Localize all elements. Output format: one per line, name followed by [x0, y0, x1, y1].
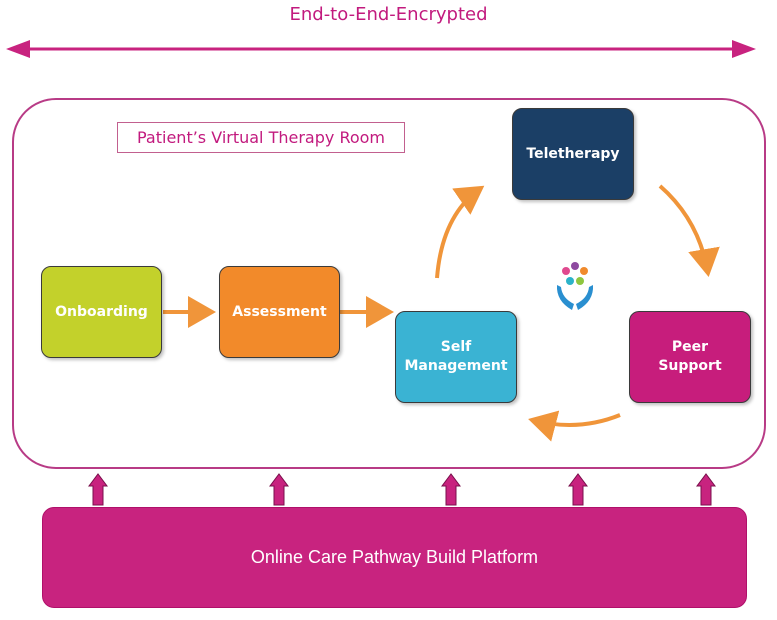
teletherapy-to-peer-support-arrow [658, 184, 720, 277]
up-arrow [441, 473, 461, 506]
platform-up-arrows [88, 473, 716, 506]
up-arrow [568, 473, 588, 506]
peer-support-to-self-management-arrow [528, 410, 621, 442]
people-hands-logo-icon [556, 262, 594, 310]
encryption-arrow [6, 40, 756, 58]
peer-support-node: Peer Support [629, 311, 751, 403]
self-management-to-teletherapy-arrow [435, 185, 485, 279]
teletherapy-node: Teletherapy [512, 108, 634, 200]
up-arrow [269, 473, 289, 506]
room-title: Patient’s Virtual Therapy Room [117, 122, 405, 153]
assessment-node: Assessment [219, 266, 340, 358]
virtual-therapy-room [12, 98, 766, 469]
up-arrow [88, 473, 108, 506]
care-pathway-platform: Online Care Pathway Build Platform [42, 507, 747, 608]
onboarding-node: Onboarding [41, 266, 162, 358]
self-management-node: Self Management [395, 311, 517, 403]
up-arrow [696, 473, 716, 506]
encryption-label: End-to-End-Encrypted [289, 4, 488, 25]
